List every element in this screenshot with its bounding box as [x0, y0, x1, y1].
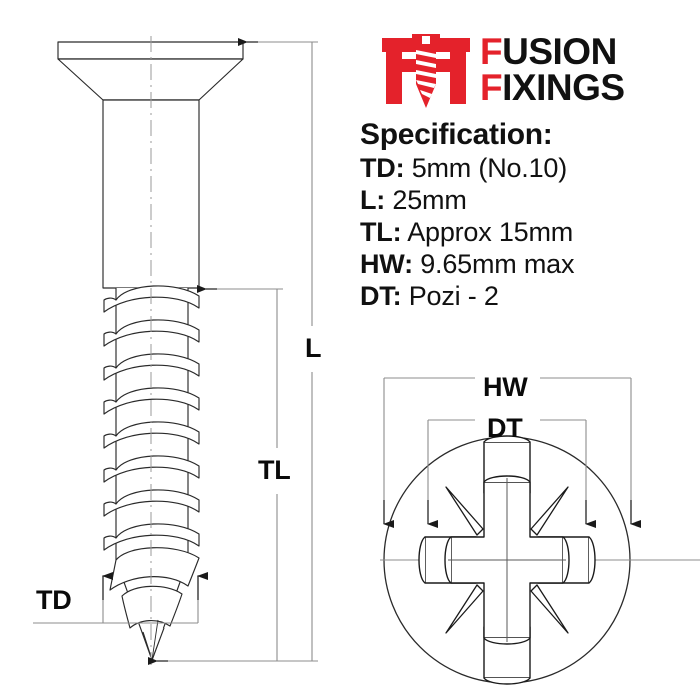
- brand-line-2-rest: IXINGS: [502, 67, 625, 108]
- specification-title: Specification:: [360, 118, 553, 151]
- dimension-label-thread-diameter: TD: [36, 585, 72, 615]
- spec-key-dt: DT:: [360, 281, 402, 311]
- spec-value-td: 5mm (No.10): [411, 153, 568, 183]
- dimension-label-thread-length: TL: [258, 455, 291, 485]
- brand-wordmark: FUSION FIXINGS: [480, 31, 625, 108]
- brand-line-2-initial: F: [480, 67, 503, 108]
- fusion-fixings-screw-icon: [382, 34, 470, 108]
- specification-panel: Specification: TD: 5mm (No.10) L: 25mm T…: [360, 118, 698, 313]
- brand-line-2: FIXINGS: [480, 67, 625, 108]
- spec-key-hw: HW:: [360, 249, 413, 279]
- spec-key-td: TD:: [360, 153, 405, 183]
- spec-row-dt: DT: Pozi - 2: [360, 281, 698, 312]
- brand-line-1-initial: F: [480, 31, 503, 73]
- dimension-label-length: L: [305, 333, 322, 363]
- brand-line-1-rest: USION: [502, 31, 617, 73]
- spec-value-l: 25mm: [392, 185, 467, 215]
- spec-row-td: TD: 5mm (No.10): [360, 153, 698, 184]
- dimension-label-head-width: HW: [483, 372, 528, 402]
- dimension-label-drive-type: DT: [487, 413, 523, 443]
- screw-head-top-view-drawing: [380, 377, 700, 685]
- screw-side-view-drawing: [33, 36, 318, 665]
- spec-row-tl: TL: Approx 15mm: [360, 217, 698, 248]
- spec-key-l: L:: [360, 185, 386, 215]
- spec-key-tl: TL:: [360, 217, 402, 247]
- spec-value-hw: 9.65mm max: [420, 249, 575, 279]
- spec-row-l: L: 25mm: [360, 185, 698, 216]
- spec-row-hw: HW: 9.65mm max: [360, 249, 698, 280]
- brand-line-1: FUSION: [480, 31, 625, 73]
- spec-value-tl: Approx 15mm: [407, 217, 574, 247]
- spec-value-dt: Pozi - 2: [408, 281, 499, 311]
- brand-logo: FUSION FIXINGS: [378, 28, 625, 112]
